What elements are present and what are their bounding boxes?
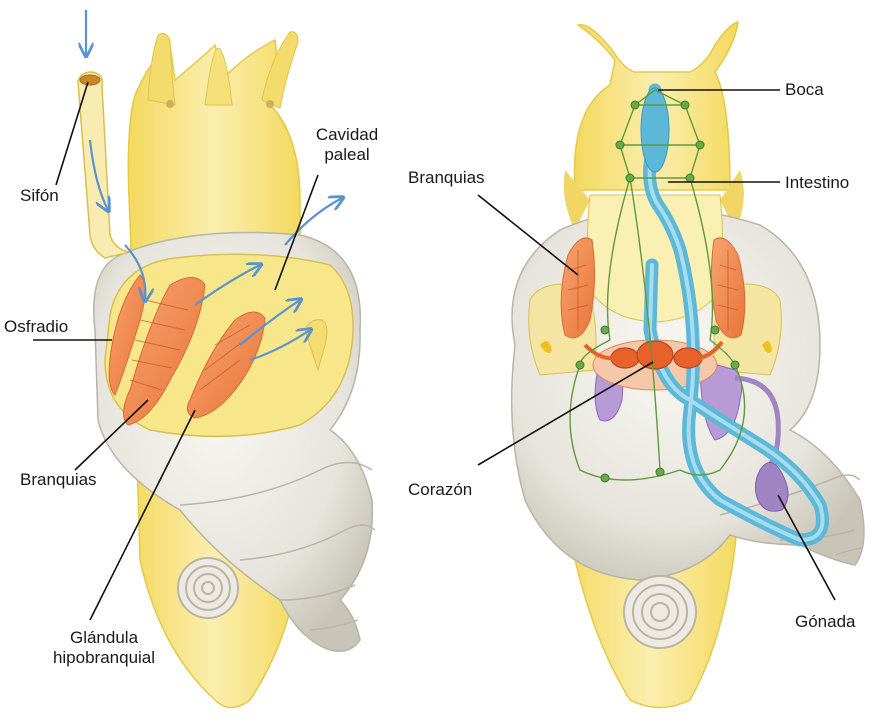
left-spiral — [178, 558, 238, 618]
left-snail — [33, 10, 375, 708]
label-branquias-left: Branquias — [20, 470, 97, 490]
label-corazon: Corazón — [408, 480, 472, 500]
left-eye-1 — [166, 100, 174, 108]
label-intestino: Intestino — [785, 173, 849, 193]
label-gonada: Gónada — [795, 612, 856, 632]
label-glandula: Glándula hipobranquial — [38, 628, 170, 668]
siphon-opening — [80, 75, 100, 85]
label-cavidad-paleal: Cavidad paleal — [312, 125, 382, 165]
left-siphon — [78, 72, 130, 258]
right-snail — [478, 22, 864, 708]
label-branquias-right: Branquias — [408, 168, 485, 188]
left-eye-2 — [266, 100, 274, 108]
label-cavidad-paleal-text: Cavidad paleal — [316, 125, 378, 164]
right-stomach — [641, 88, 669, 172]
left-tentacle-left — [148, 33, 175, 105]
label-glandula-text: Glándula hipobranquial — [53, 628, 155, 667]
label-osfradio: Osfradio — [4, 317, 68, 337]
label-boca: Boca — [785, 80, 824, 100]
right-spiral — [624, 576, 696, 648]
label-sifon: Sifón — [20, 186, 59, 206]
